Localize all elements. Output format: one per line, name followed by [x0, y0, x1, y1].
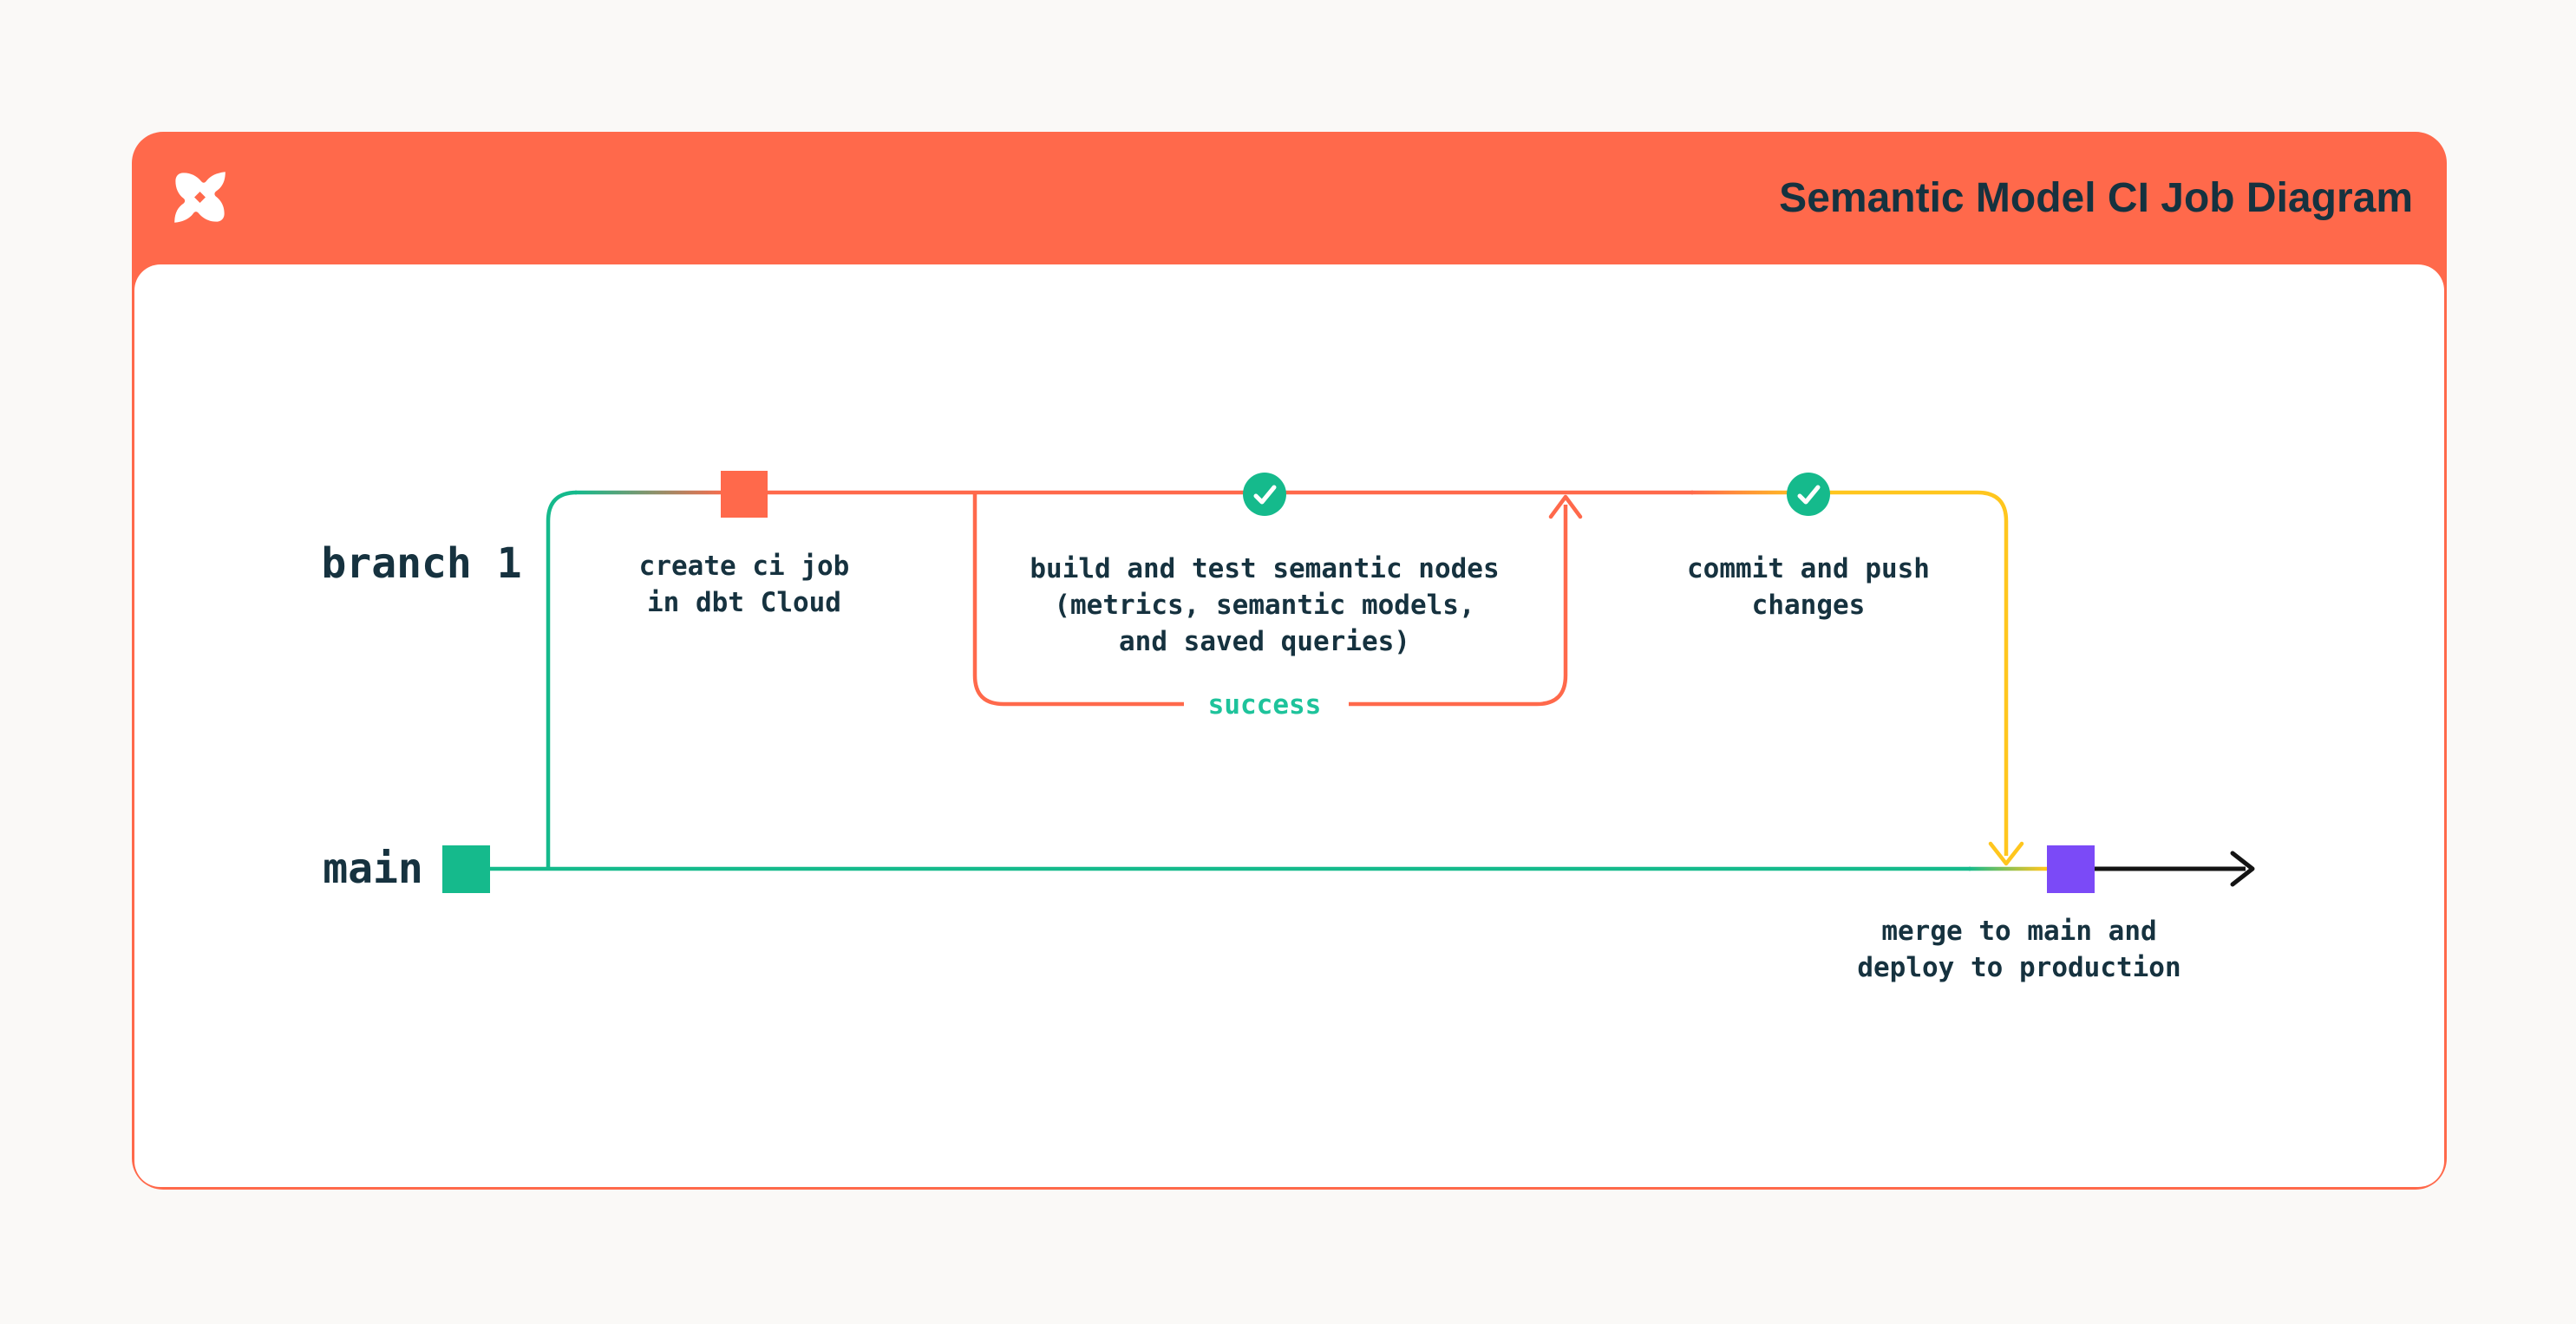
main-start-commit-square: [442, 845, 490, 893]
branch1-merge-line-yellow: [1807, 490, 2009, 856]
branch1-label: branch 1: [321, 539, 522, 588]
merge-arrowhead-down-icon: [1988, 841, 2024, 866]
ci-loop-left: [972, 492, 1184, 707]
merge-deploy-label: merge to main and deploy to production: [1857, 916, 2181, 983]
ci-loop-right: [1349, 505, 1568, 707]
loop-arrowhead-up-icon: [1548, 494, 1583, 519]
build-and-test-label: build and test semantic nodes (metrics, …: [1030, 553, 1500, 657]
commit-push-check-icon: [1787, 473, 1830, 516]
git-graph: [442, 471, 2255, 893]
page-title: Semantic Model CI Job Diagram: [1779, 175, 2413, 221]
success-label: success: [1207, 689, 1322, 721]
main-label: main: [323, 845, 423, 893]
main-arrowhead-right-icon: [2230, 851, 2255, 887]
header-bar: Semantic Model CI Job Diagram: [132, 132, 2447, 264]
commit-and-push-label: commit and push changes: [1687, 553, 1930, 621]
diagram-canvas: [134, 264, 2444, 1187]
merge-commit-square: [2047, 845, 2095, 893]
create-ci-commit-square: [721, 471, 768, 518]
create-ci-job-label: create ci job in dbt Cloud: [638, 551, 850, 618]
dbt-logo-icon: [174, 172, 226, 223]
branch1-line-green: [546, 490, 578, 869]
diagram-card: Semantic Model CI Job Diagram: [132, 132, 2447, 1190]
build-test-check-icon: [1243, 473, 1286, 516]
